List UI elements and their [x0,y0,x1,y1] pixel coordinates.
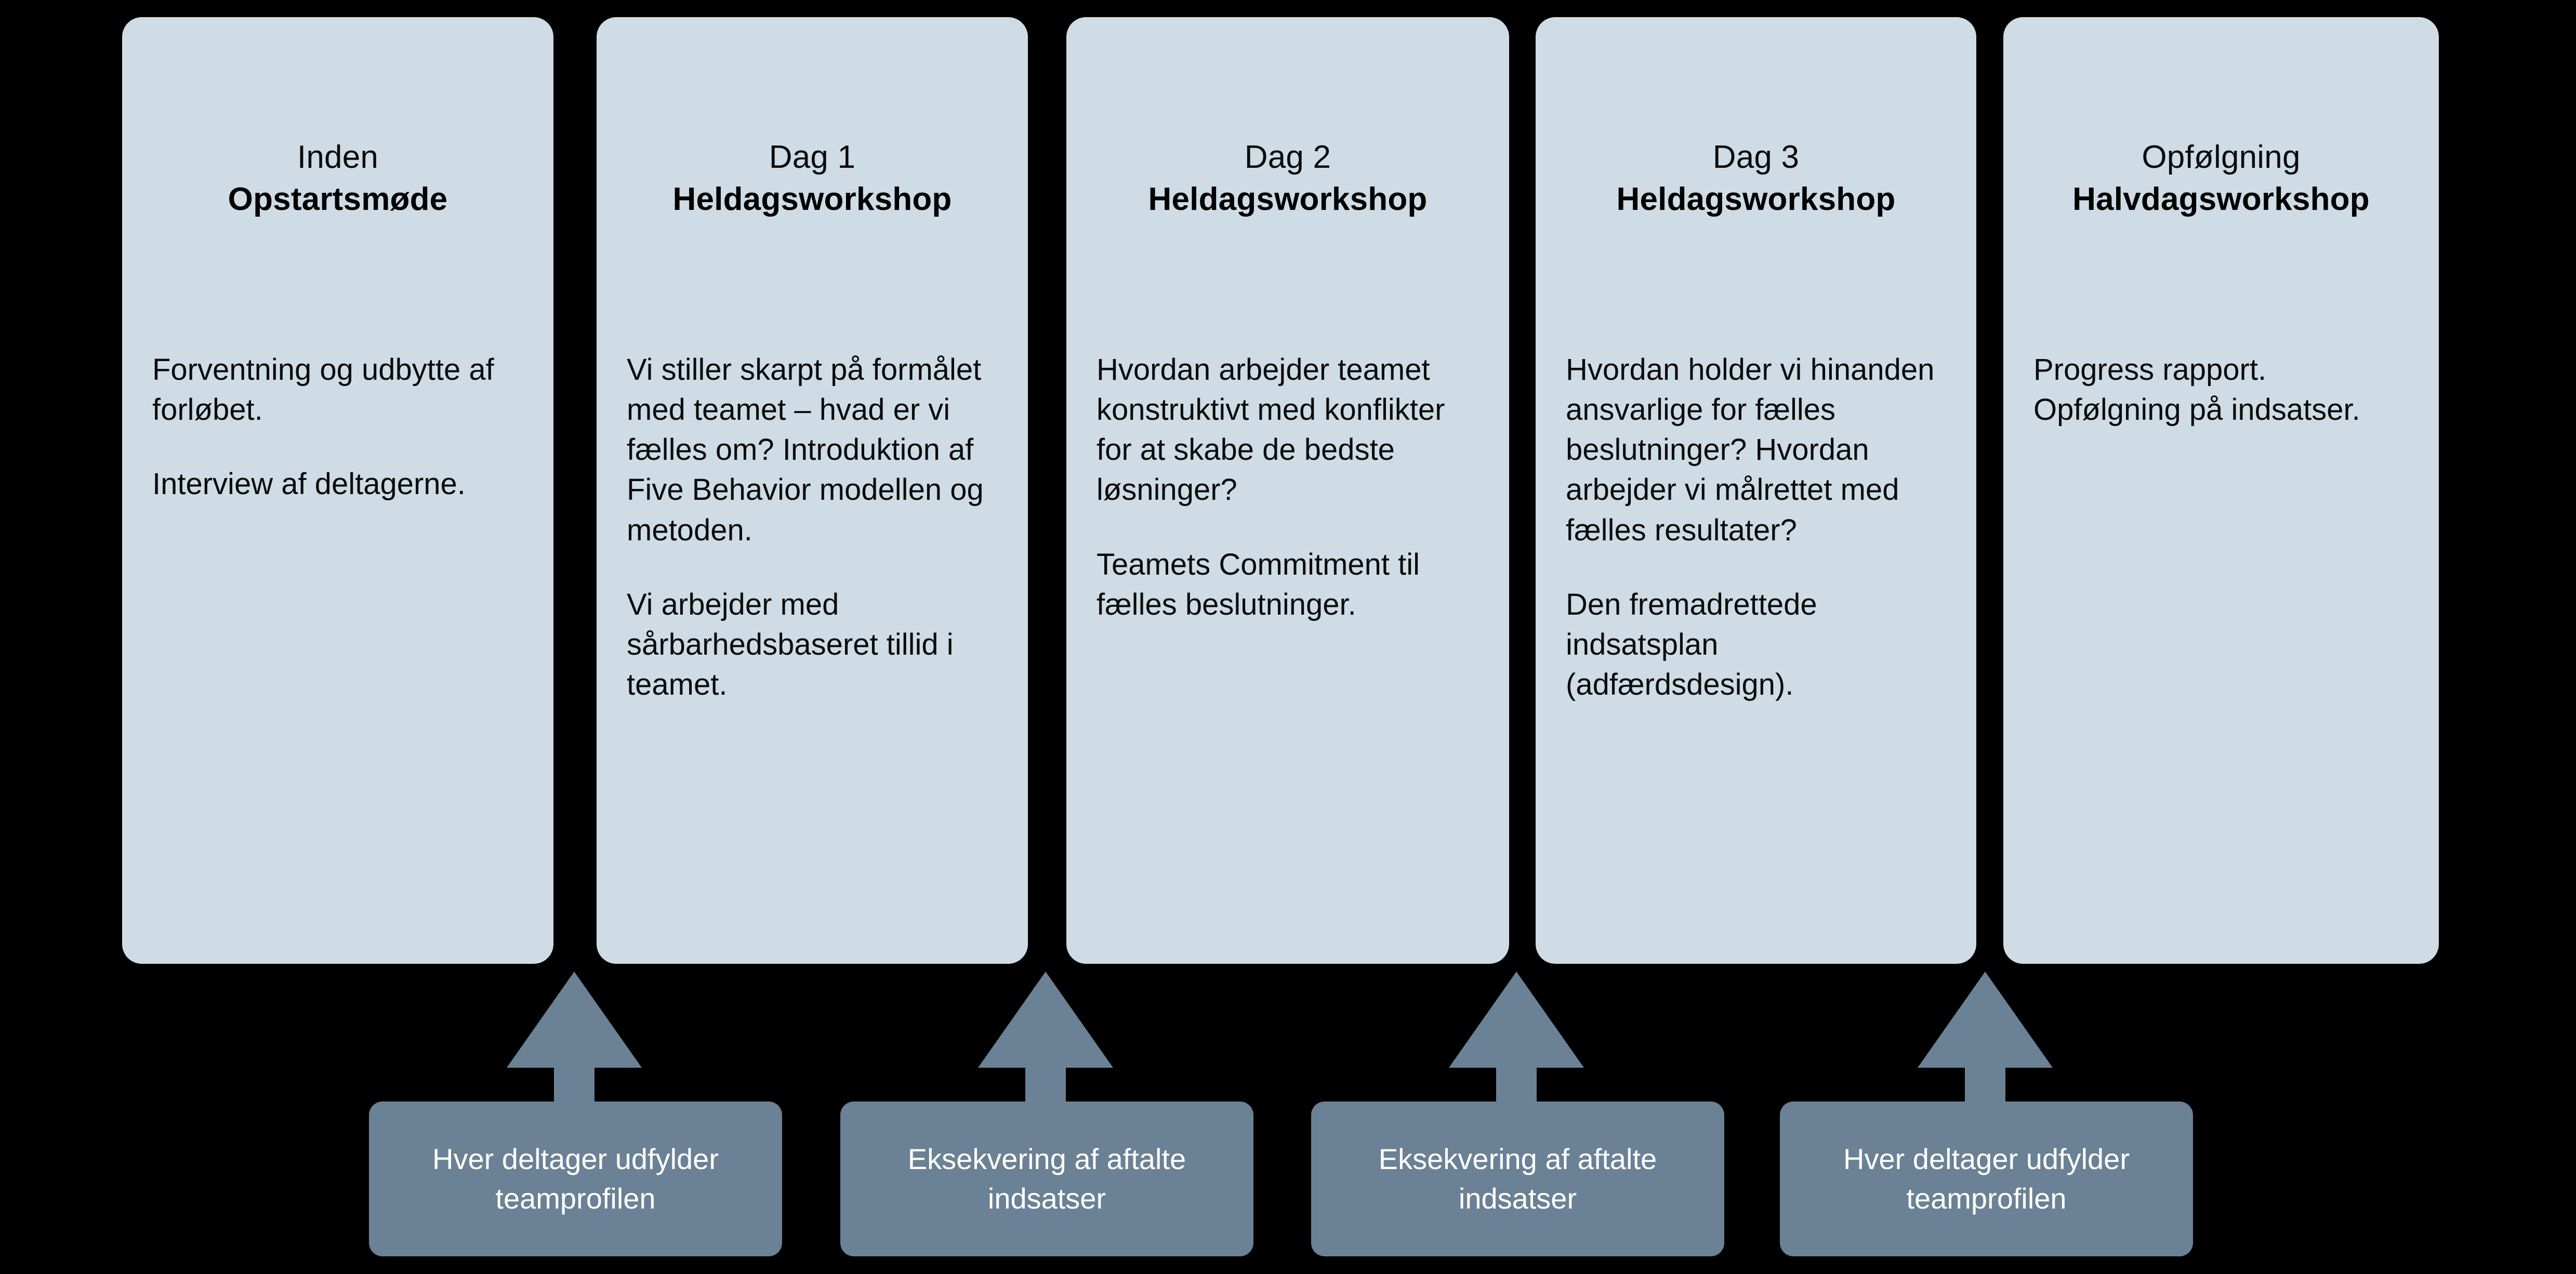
action-box-label: Hver deltager udfylder teamprofilen [1843,1142,2130,1215]
phase-paragraph: Forventning og udbytte af forløbet. [152,353,494,427]
phase-label: Dag 3 [1712,139,1800,175]
action-box-1[interactable]: Hver deltager udfylder teamprofilen [369,1102,782,1256]
action-box-label: Eksekvering af aftalte indsatser [907,1142,1186,1215]
phase-card-header: Opfølgning Halvdagsworkshop [2003,137,2439,220]
phase-card-4[interactable]: Dag 3 Heldagsworkshop Hvordan holder vi … [1536,17,1976,964]
action-box-label: Hver deltager udfylder teamprofilen [432,1142,719,1215]
phase-kind-label: Heldagsworkshop [672,181,952,217]
phase-card-2[interactable]: Dag 1 Heldagsworkshop Vi stiller skarpt … [597,17,1028,964]
phase-card-header: Dag 1 Heldagsworkshop [597,137,1028,220]
phase-paragraph: Teamets Commitment til fælles beslutning… [1097,547,1420,621]
phase-paragraph: Hvordan arbejder teamet konstruktivt med… [1097,353,1445,507]
phase-label: Dag 1 [769,139,856,175]
arrow-head [978,972,1113,1068]
phase-card-header: Dag 2 Heldagsworkshop [1066,137,1509,220]
arrow-head [1449,972,1584,1068]
phase-card-header: Inden Opstartsmøde [122,137,553,220]
phase-paragraph: Vi stiller skarpt på formålet med teamet… [627,353,984,547]
phase-paragraph: Progress rapport. Opfølgning på indsatse… [2033,353,2360,427]
phase-label: Opfølgning [2142,139,2301,175]
action-box-4[interactable]: Hver deltager udfylder teamprofilen [1780,1102,2193,1256]
phase-card-body: Forventning og udbytte af forløbet. Inte… [152,350,529,504]
phase-card-5[interactable]: Opfølgning Halvdagsworkshop Progress rap… [2003,17,2439,964]
phase-kind-label: Opstartsmøde [228,181,448,217]
phase-kind-label: Halvdagsworkshop [2072,181,2370,217]
action-box-label: Eksekvering af aftalte indsatser [1378,1142,1657,1215]
phase-paragraph: Interview af deltagerne. [152,467,466,501]
action-box-2[interactable]: Eksekvering af aftalte indsatser [840,1102,1253,1256]
action-box-3[interactable]: Eksekvering af aftalte indsatser [1311,1102,1724,1256]
phase-card-1[interactable]: Inden Opstartsmøde Forventning og udbytt… [122,17,553,964]
arrow-head [1918,972,2053,1068]
phase-paragraph: Den fremadrettede indsatsplan (adfærdsde… [1566,587,1817,701]
arrow-head [507,972,642,1068]
phase-card-body: Vi stiller skarpt på formålet med teamet… [627,350,1003,705]
phase-card-body: Progress rapport. Opfølgning på indsatse… [2033,350,2414,430]
phase-label: Inden [297,139,379,175]
phase-card-body: Hvordan arbejder teamet konstruktivt med… [1097,350,1484,625]
phase-paragraph: Hvordan holder vi hinanden ansvarlige fo… [1566,353,1935,547]
phase-kind-label: Heldagsworkshop [1148,181,1428,217]
phase-kind-label: Heldagsworkshop [1616,181,1896,217]
phase-paragraph: Vi arbejder med sårbarhedsbaseret tillid… [627,587,954,701]
phase-label: Dag 2 [1244,139,1331,175]
phase-card-body: Hvordan holder vi hinanden ansvarlige fo… [1566,350,1951,705]
phase-card-3[interactable]: Dag 2 Heldagsworkshop Hvordan arbejder t… [1066,17,1509,964]
phase-card-header: Dag 3 Heldagsworkshop [1536,137,1976,220]
